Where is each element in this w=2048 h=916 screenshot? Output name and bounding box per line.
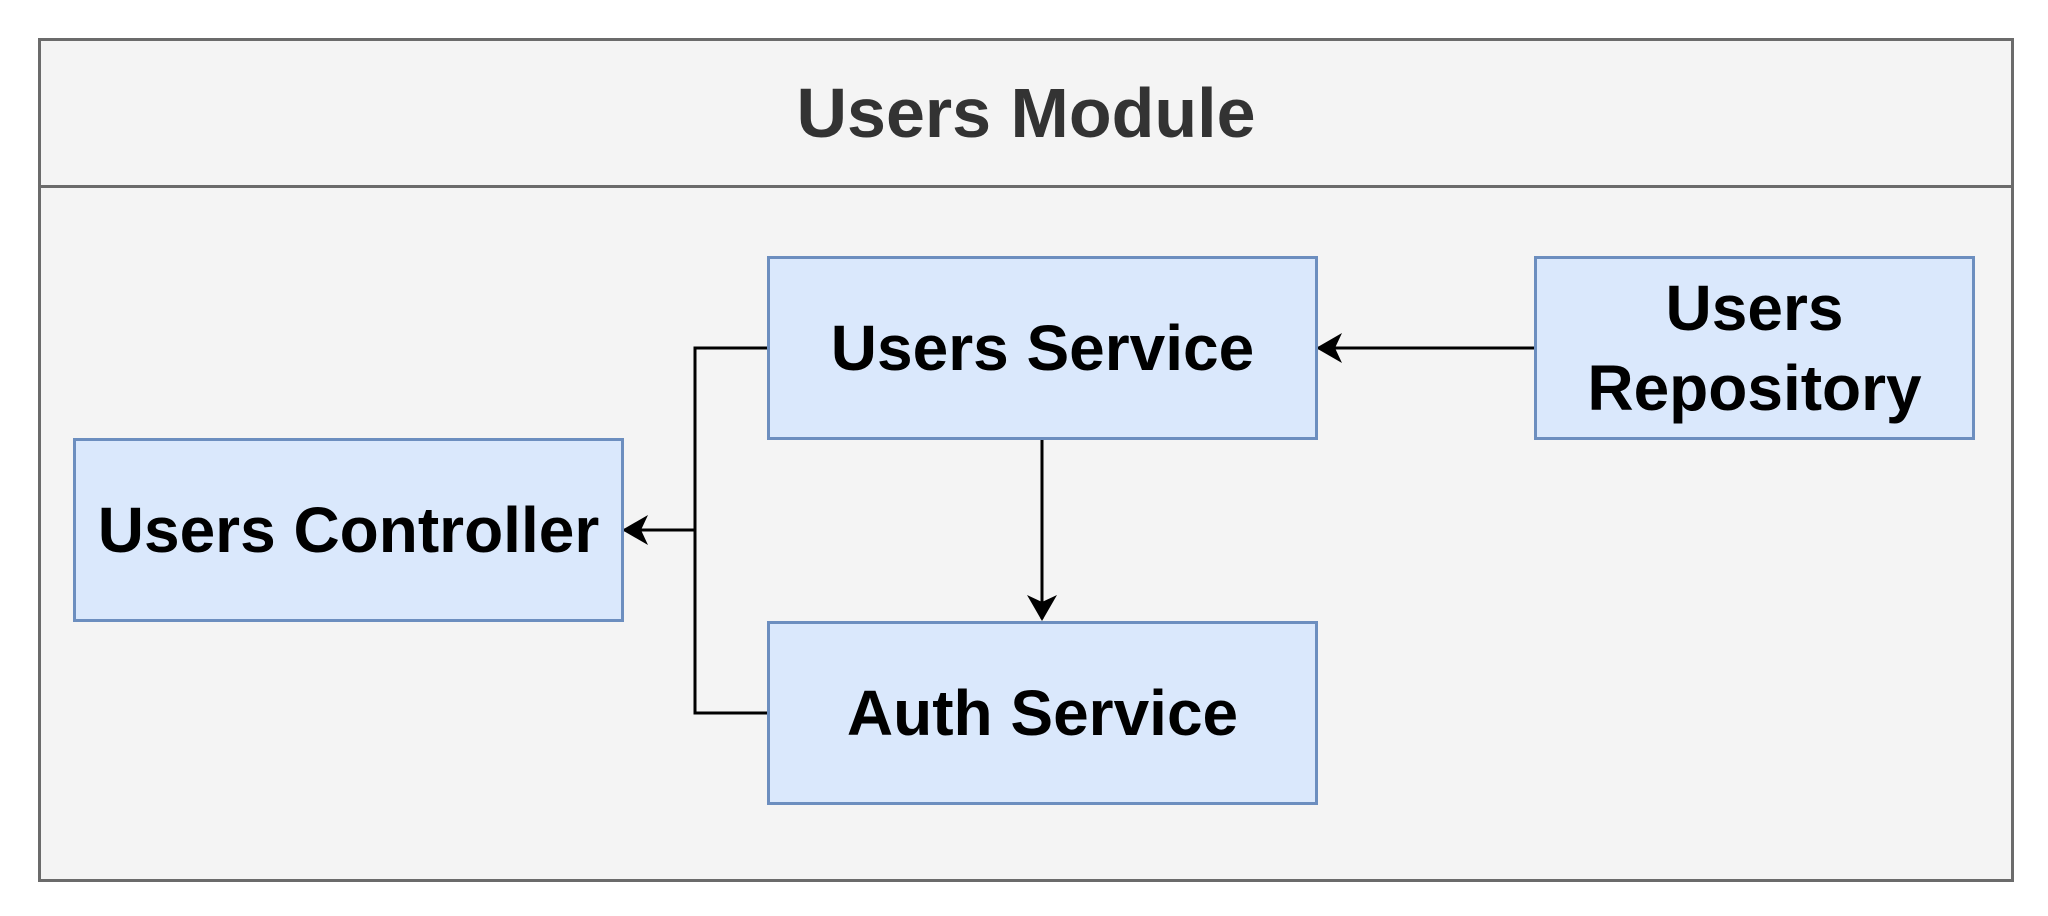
edge-service-to-controller <box>622 346 767 545</box>
module-title: Users Module <box>796 74 1256 152</box>
module-header: Users Module <box>41 41 2011 188</box>
users-repository-node[interactable]: Users Repository <box>1534 256 1975 440</box>
users-service-node[interactable]: Users Service <box>767 256 1318 440</box>
users-repository-label: Users Repository <box>1587 272 1922 424</box>
users-controller-label: Users Controller <box>97 494 600 566</box>
users-service-label: Users Service <box>830 312 1255 384</box>
auth-service-label: Auth Service <box>846 677 1239 749</box>
users-controller-node[interactable]: Users Controller <box>73 438 624 622</box>
edge-auth-to-controller <box>624 528 767 715</box>
auth-service-node[interactable]: Auth Service <box>767 621 1318 805</box>
